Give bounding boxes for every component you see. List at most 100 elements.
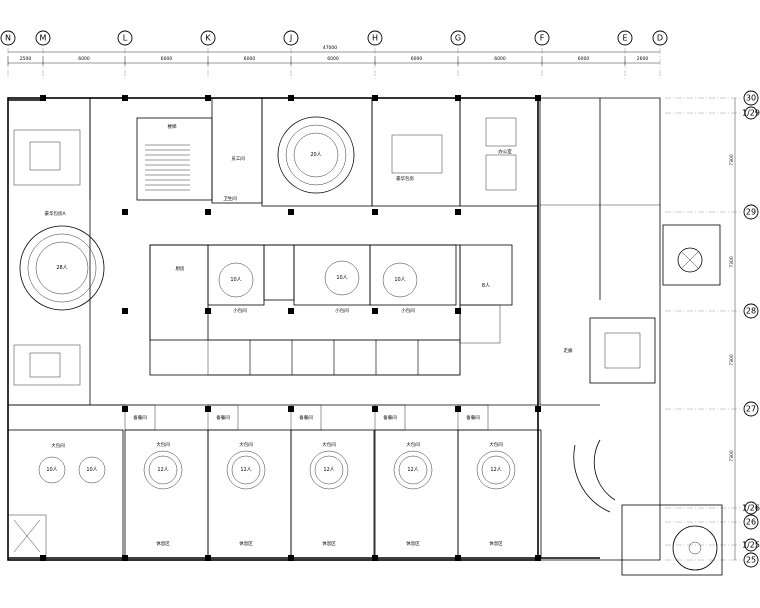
grid-row-label: 1/26: [742, 504, 760, 513]
grid-row-label: 26: [746, 518, 756, 527]
grid-row-label: 28: [746, 307, 756, 316]
span-dimension: 2600: [637, 56, 649, 62]
structural-column: [535, 406, 541, 412]
grid-bubble-col: J: [283, 30, 299, 46]
room-label: 休息区: [156, 540, 170, 547]
room-label: 豪华包房: [396, 175, 414, 182]
structural-column: [372, 308, 378, 314]
structural-column: [288, 555, 294, 561]
grid-bubble-row: 29: [743, 204, 759, 220]
room-label: 走廊: [564, 347, 573, 354]
structural-column: [288, 209, 294, 215]
room-label: 备餐间: [299, 414, 313, 421]
grid-bubble-row: 1/25: [742, 538, 760, 552]
room-label: 大包间: [406, 441, 420, 448]
span-dimension: 2500: [20, 56, 32, 62]
structural-column: [372, 209, 378, 215]
grid-row-label: 1/29: [742, 109, 760, 118]
structural-column: [40, 95, 46, 101]
grid-row-label: 30: [746, 94, 756, 103]
table-seat-label: 10人: [394, 277, 405, 283]
structural-column: [455, 308, 461, 314]
room-label: 休息区: [239, 540, 253, 547]
structural-column: [122, 308, 128, 314]
structural-column: [288, 95, 294, 101]
structural-column: [288, 308, 294, 314]
room-label: 厨房: [176, 265, 185, 272]
grid-row-label: 27: [746, 405, 756, 414]
room-label: 小包间: [335, 307, 349, 314]
structural-column: [535, 555, 541, 561]
room-label: 小包间: [401, 307, 415, 314]
span-dimension: 6000: [411, 56, 423, 62]
structural-column: [122, 555, 128, 561]
grid-col-label: N: [5, 34, 11, 43]
table-seat-label: 10人: [86, 467, 97, 473]
grid-col-label: F: [540, 34, 545, 43]
top-rooms: 楼梯 员工间 卫生间 20人 豪华包房 办公室: [89, 97, 539, 207]
grid-row-label: 29: [746, 208, 756, 217]
table-seat-label: 12人: [240, 467, 251, 473]
structural-column: [372, 555, 378, 561]
structural-column: [455, 406, 461, 412]
grid-row-label: 25: [746, 556, 756, 565]
structural-column: [122, 209, 128, 215]
structural-column: [122, 95, 128, 101]
overall-dimension: 47000: [323, 45, 337, 51]
room-label: 备餐间: [383, 414, 397, 421]
room-label: 大包间: [322, 441, 336, 448]
span-dimension: 6000: [161, 56, 173, 62]
table-seat-label: 28人: [56, 265, 67, 271]
room-label: 备餐间: [466, 414, 480, 421]
structural-column: [205, 555, 211, 561]
right-annex: 走廊: [539, 98, 723, 576]
grid-col-label: M: [40, 34, 47, 43]
grid-bubble-row: 27: [743, 401, 759, 417]
structural-column: [205, 95, 211, 101]
structural-column: [122, 406, 128, 412]
room-label: 备餐间: [216, 414, 230, 421]
grid-bubble-row: 1/29: [742, 106, 760, 120]
table-seat-label: 8人: [482, 283, 490, 289]
grid-bubble-col: G: [450, 30, 466, 46]
grid-bubble-col: D: [652, 30, 668, 46]
grid-col-label: L: [123, 34, 128, 43]
grid-bubble-col: M: [35, 30, 51, 46]
grid-bubble-row: 26: [743, 514, 759, 530]
structural-column: [455, 95, 461, 101]
table-seat-label: 12人: [407, 467, 418, 473]
table-seat-label: 20人: [310, 152, 321, 158]
room-label: 员工间: [231, 155, 245, 162]
room-label: 休息区: [406, 540, 420, 547]
structural-column: [455, 209, 461, 215]
span-dimension: 6000: [78, 56, 90, 62]
room-label: 大包间: [156, 441, 170, 448]
span-dimension: 6000: [327, 56, 339, 62]
room-label: 休息区: [489, 540, 503, 547]
grid-bubble-col: K: [200, 30, 216, 46]
span-dimension: 6000: [578, 56, 590, 62]
structural-column: [205, 406, 211, 412]
structural-column: [205, 308, 211, 314]
room-label: 大包间: [239, 441, 253, 448]
grid-bubble-row: 30: [743, 90, 759, 106]
grid-bubble-row: 28: [743, 303, 759, 319]
grid-bubble-col: F: [534, 30, 550, 46]
structural-column: [372, 95, 378, 101]
grid-col-label: J: [289, 34, 292, 43]
room-label: 办公室: [498, 148, 512, 155]
room-label: 豪华包房A: [44, 210, 66, 217]
structural-column: [288, 406, 294, 412]
right-dim: 7300: [729, 256, 735, 268]
grid-bubble-col: H: [367, 30, 383, 46]
bottom-rooms: 12人大包间休息区备餐间12人大包间休息区备餐间12人大包间休息区备餐间12人大…: [7, 404, 542, 559]
room-label: 大包间: [489, 441, 503, 448]
grid-bubble-row: 25: [743, 552, 759, 568]
right-dim: 7300: [729, 450, 735, 462]
span-dimension: 6000: [494, 56, 506, 62]
structural-column: [535, 95, 541, 101]
right-dim: 7300: [729, 154, 735, 166]
